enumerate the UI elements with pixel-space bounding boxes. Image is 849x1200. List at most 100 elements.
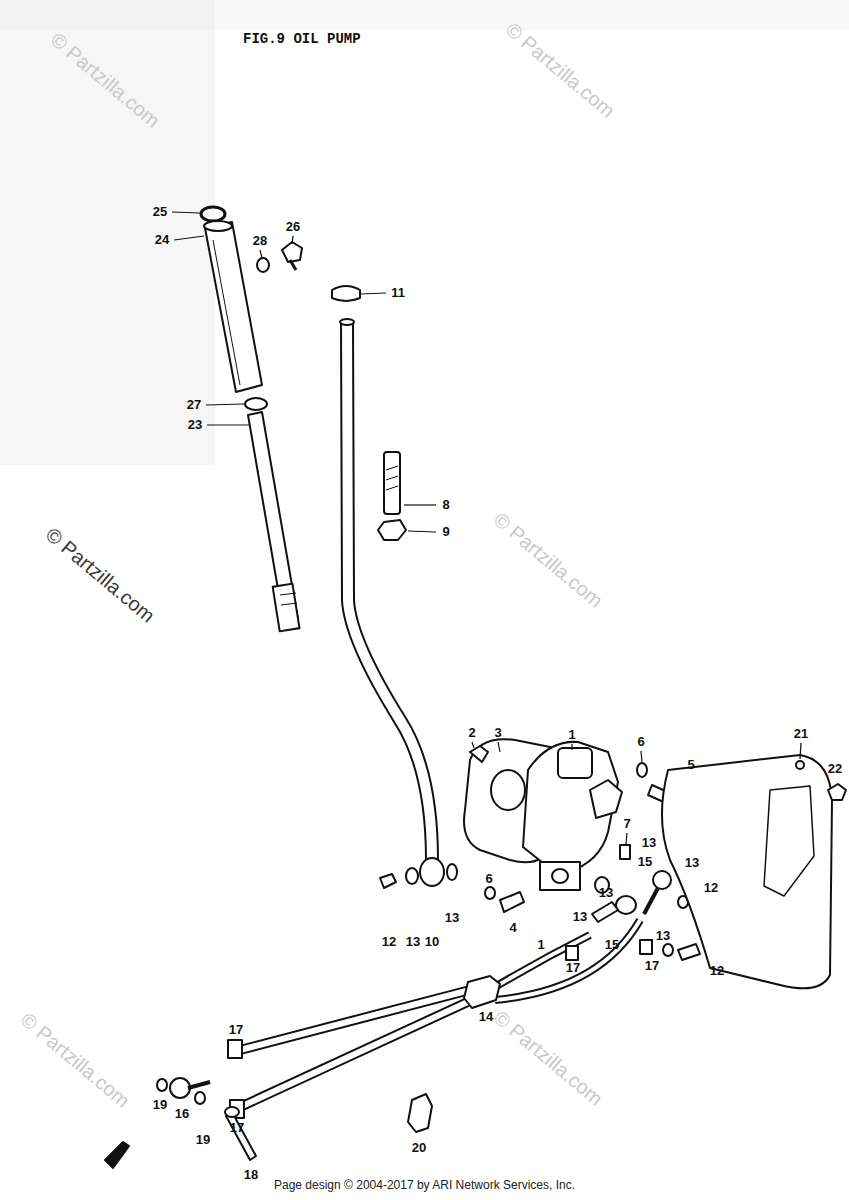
callout-number: 1 <box>537 938 544 952</box>
callout-number: 25 <box>153 205 167 219</box>
callout-number: 11 <box>391 286 405 300</box>
part-drawing <box>590 780 622 818</box>
part-drawing <box>620 845 630 859</box>
part-drawing <box>592 902 618 922</box>
part-drawing <box>386 466 398 470</box>
callout-number: 10 <box>425 935 439 949</box>
leader-lines <box>404 504 436 505</box>
callout-number: 21 <box>794 727 808 741</box>
callout-number: 2 <box>468 726 475 740</box>
callout-number: 17 <box>230 1121 244 1135</box>
callout-number: 23 <box>188 418 202 432</box>
part-drawing <box>105 207 846 1168</box>
callout-number: 1 <box>568 728 575 742</box>
part-drawing <box>282 242 302 262</box>
part-drawing <box>225 1107 239 1117</box>
part-drawing <box>213 240 240 385</box>
callout-number: 5 <box>687 758 694 772</box>
leader-lines <box>498 742 500 752</box>
part-drawing <box>201 207 225 221</box>
part-drawing <box>796 761 804 769</box>
scan-noise <box>0 0 849 465</box>
part-drawing <box>386 476 398 480</box>
part-drawing <box>637 763 647 777</box>
callout-number: 13 <box>445 911 459 925</box>
callout-number: 20 <box>412 1141 426 1155</box>
part-drawing <box>195 1092 205 1104</box>
callout-number: 19 <box>153 1098 167 1112</box>
callout-number: 6 <box>485 872 492 886</box>
part-drawing <box>378 520 406 540</box>
leader-lines <box>172 212 801 844</box>
callout-number: 13 <box>406 935 420 949</box>
part-drawing <box>640 940 652 954</box>
part-drawing <box>491 770 525 810</box>
leader-lines <box>292 236 293 244</box>
callout-number: 7 <box>623 817 630 831</box>
callout-number: 8 <box>442 498 449 512</box>
part-drawing <box>347 322 432 860</box>
leader-lines <box>172 212 200 213</box>
figure-title: FIG.9 OIL PUMP <box>243 31 361 47</box>
callout-number: 26 <box>286 220 300 234</box>
part-drawing <box>406 868 418 884</box>
callout-number: 13 <box>599 886 613 900</box>
part-drawing <box>273 584 300 632</box>
callout-number: 18 <box>244 1168 258 1182</box>
part-drawing <box>257 258 269 272</box>
part-drawing <box>408 1094 432 1132</box>
leader-lines <box>641 751 642 762</box>
leader-lines <box>472 742 474 748</box>
callout-number: 13 <box>642 836 656 850</box>
leader-lines <box>360 293 386 294</box>
part-drawing <box>678 944 700 960</box>
callout-number: 13 <box>573 910 587 924</box>
part-drawing <box>558 748 592 778</box>
part-drawing <box>653 871 671 889</box>
callout-number: 17 <box>566 961 580 975</box>
leader-lines <box>207 424 250 425</box>
callout-number: 4 <box>509 921 516 935</box>
callout-number: 22 <box>828 762 842 776</box>
callout-number: 6 <box>637 735 644 749</box>
leader-lines <box>174 236 204 240</box>
leader-lines <box>571 744 572 750</box>
scan-noise <box>0 0 849 30</box>
watermark: © Partzilla.com <box>41 523 158 626</box>
callout-number: 15 <box>605 938 619 952</box>
watermark: © Partzilla.com <box>46 28 163 131</box>
part-drawing <box>662 755 832 988</box>
callout-number: 27 <box>187 398 201 412</box>
part-drawing <box>245 398 267 410</box>
leader-lines <box>626 833 627 844</box>
callout-number: 12 <box>710 964 724 978</box>
leader-lines <box>800 743 801 759</box>
leader-lines <box>206 404 244 405</box>
part-drawing <box>464 976 500 1008</box>
watermark: © Partzilla.com <box>489 508 606 611</box>
part-drawing <box>332 286 360 301</box>
leader-lines <box>408 531 436 532</box>
part-drawing <box>157 1079 167 1091</box>
callout-number: 12 <box>704 881 718 895</box>
part-drawing <box>238 1000 472 1108</box>
part-drawing <box>380 874 396 888</box>
callout-number: 16 <box>175 1107 189 1121</box>
part-drawing <box>347 322 432 860</box>
part-drawing <box>386 486 398 490</box>
part-drawing <box>420 858 444 886</box>
callout-number: 13 <box>685 856 699 870</box>
part-drawing <box>105 1142 129 1168</box>
callout-number: 19 <box>196 1133 210 1147</box>
part-drawing <box>384 452 400 514</box>
callout-number: 13 <box>656 929 670 943</box>
part-drawing <box>188 1082 210 1088</box>
callout-number: 24 <box>155 233 169 247</box>
part-drawing <box>495 920 640 1000</box>
leader-lines <box>260 250 262 258</box>
callout-number: 12 <box>382 935 396 949</box>
callout-number: 3 <box>494 726 501 740</box>
part-drawing <box>170 1078 190 1098</box>
callout-number: 28 <box>253 234 267 248</box>
